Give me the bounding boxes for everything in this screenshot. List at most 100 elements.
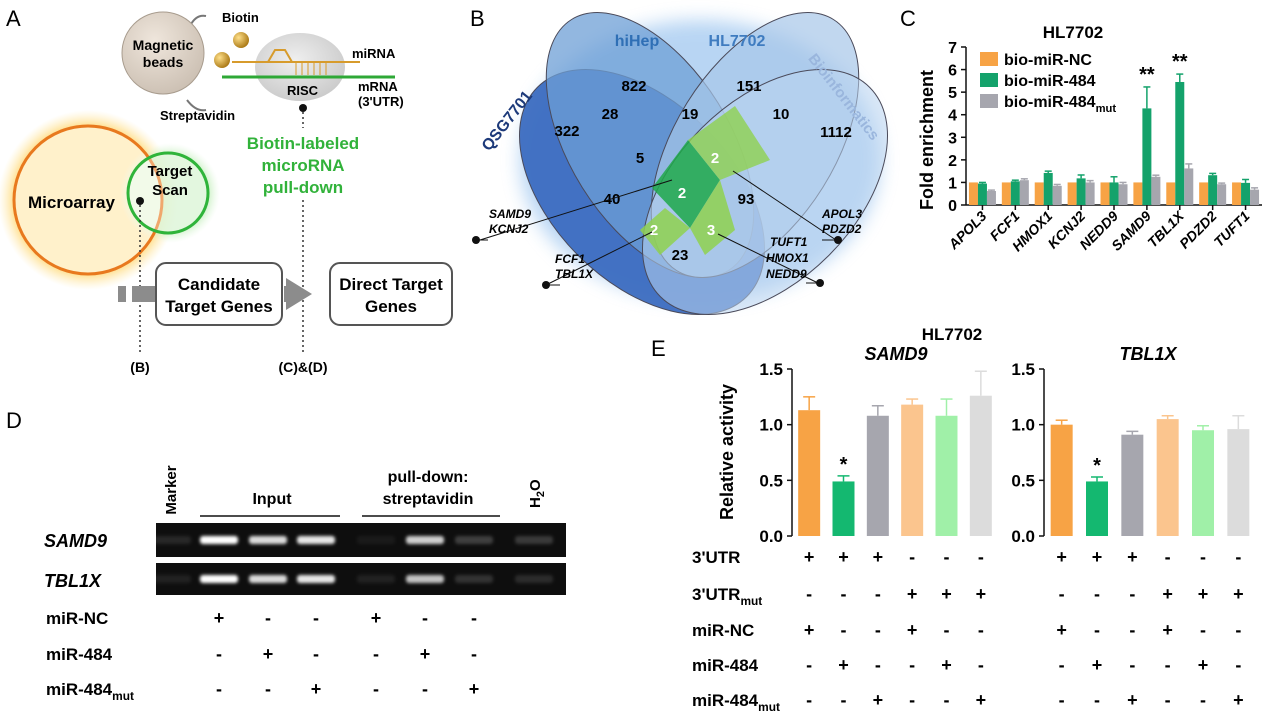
- venn-core-region: [652, 140, 720, 228]
- luc-sign-cell: +: [1092, 547, 1103, 567]
- beads-label-2: beads: [143, 54, 184, 70]
- luc-row-label: 3'UTR: [692, 548, 740, 567]
- luc-sign-cell: +: [804, 547, 815, 567]
- count-bioinf-only: 1112: [820, 124, 852, 141]
- callout-leaders: [472, 170, 838, 286]
- mirna-loop: [267, 49, 293, 63]
- set-label-hihep: hiHep: [615, 33, 660, 50]
- bar-c: [1184, 168, 1194, 205]
- y-tick-label-e: 1.5: [1011, 360, 1035, 379]
- biotin-sphere-icon: [233, 32, 249, 48]
- legend-swatch-c: [980, 73, 998, 87]
- luc-sign-cell: -: [1059, 584, 1065, 604]
- gel-band: [455, 575, 493, 583]
- candidate-genes-box: [155, 262, 283, 326]
- panel-c-letter: C: [900, 6, 916, 31]
- luc-sign-cell: -: [1059, 690, 1065, 710]
- luc-sign-cell: -: [1235, 547, 1241, 567]
- gel-pulldown-label-1: pull-down:: [388, 469, 469, 486]
- gel-band: [200, 536, 238, 544]
- gel-sign-cell: -: [313, 644, 319, 664]
- luc-sign-cell: +: [838, 655, 849, 675]
- luc-sign-cell: -: [1200, 547, 1206, 567]
- gel-band: [249, 575, 287, 583]
- luc-sign-cell: +: [907, 584, 918, 604]
- luc-sign-cell: -: [944, 620, 950, 640]
- panel-e-letter: E: [651, 336, 666, 361]
- luc-sign-cell: -: [909, 690, 915, 710]
- candidate-label-2: Target Genes: [165, 297, 272, 316]
- luc-sign-cell: -: [909, 547, 915, 567]
- bar-c: [1166, 182, 1176, 205]
- direct-label-2: Genes: [365, 297, 417, 316]
- luc-sign-cell: +: [804, 620, 815, 640]
- bar-e: [1156, 419, 1179, 536]
- gel-band: [153, 575, 191, 583]
- pulldown-anchor-dot: [299, 104, 307, 112]
- venn-region-green-left: [640, 208, 690, 255]
- gel-band: [357, 575, 395, 583]
- luc-sign-cell: +: [941, 655, 952, 675]
- y-tick-label-c: 5: [948, 85, 957, 102]
- callout-dot: [816, 279, 824, 287]
- significance-marker-c: **: [1172, 51, 1188, 73]
- gel-band: [357, 536, 395, 544]
- luc-sign-cell: -: [875, 655, 881, 675]
- callout-gene: HMOX1: [766, 251, 809, 265]
- pulldown-label-1: Biotin-labeled: [247, 134, 359, 153]
- luc-sign-cell: -: [841, 690, 847, 710]
- luc-sign-cell: -: [1129, 584, 1135, 604]
- luc-sign-cell: -: [944, 690, 950, 710]
- bar-e: [1227, 429, 1250, 536]
- luc-sign-cell: -: [1235, 620, 1241, 640]
- gel-condition-table: miR-NC+--+--miR-484-+--+-miR-484mut--+--…: [46, 608, 479, 703]
- count-qsg-only: 322: [554, 123, 579, 140]
- luc-sign-cell: -: [944, 547, 950, 567]
- y-tick-label-c: 7: [948, 40, 957, 57]
- microarray-circle: [12, 124, 164, 276]
- panel-d: D Marker Input pull-down: streptavidin H…: [6, 408, 566, 703]
- luc-row-label: 3'UTRmut: [692, 585, 762, 608]
- luc-sign-cell: -: [978, 547, 984, 567]
- luc-row-label: miR-484: [692, 656, 759, 675]
- direct-label-1: Direct Target: [339, 275, 443, 294]
- luc-sign-cell: -: [1165, 547, 1171, 567]
- gel-sign-cell: +: [311, 679, 322, 699]
- luc-sign-cell: +: [1162, 584, 1173, 604]
- flow-arrow-icon: [286, 278, 312, 310]
- count-hihep-only: 822: [621, 78, 646, 95]
- gel-sign-cell: -: [422, 679, 428, 699]
- bar-e: [1121, 434, 1144, 536]
- callout-dot: [472, 236, 480, 244]
- gel-band: [297, 575, 335, 583]
- bar-e: [798, 410, 821, 536]
- y-tick-label-e: 0.0: [1011, 527, 1035, 546]
- bar-c: [1109, 182, 1119, 205]
- gel-band: [153, 536, 191, 544]
- luc-sign-cell: -: [1129, 620, 1135, 640]
- bar-e: [1192, 430, 1214, 536]
- gel-sign-cell: +: [469, 679, 480, 699]
- magnetic-bead-icon: [121, 11, 205, 95]
- luc-sign-cell: -: [909, 655, 915, 675]
- biotin-label: Biotin: [222, 10, 259, 25]
- gel-sign-cell: -: [265, 608, 271, 628]
- bar-c: [977, 183, 987, 205]
- count-hl7702-only: 151: [736, 78, 761, 95]
- significance-marker-e: *: [1093, 455, 1101, 477]
- panel-a: A Magnetic beads Biotin Streptavidin miR…: [0, 6, 453, 375]
- mrna-utr-label: (3'UTR): [358, 94, 404, 109]
- flow-tail-block: [118, 286, 126, 302]
- bar-c: [1175, 81, 1185, 205]
- y-tick-label-e: 0.5: [759, 471, 783, 490]
- gel-band: [515, 536, 553, 544]
- luc-sign-cell: +: [1127, 690, 1138, 710]
- gel-sign-cell: -: [265, 679, 271, 699]
- direct-genes-box: [329, 262, 453, 326]
- panel-e: E HL7702 SAMD9 TBL1X Relative activity 0…: [651, 325, 1250, 714]
- gel-sign-cell: -: [373, 679, 379, 699]
- gel-sign-cell: -: [216, 679, 222, 699]
- venn-region-green-right: [688, 106, 770, 180]
- bar-c: [1199, 182, 1209, 205]
- beads-label-1: Magnetic: [133, 37, 194, 53]
